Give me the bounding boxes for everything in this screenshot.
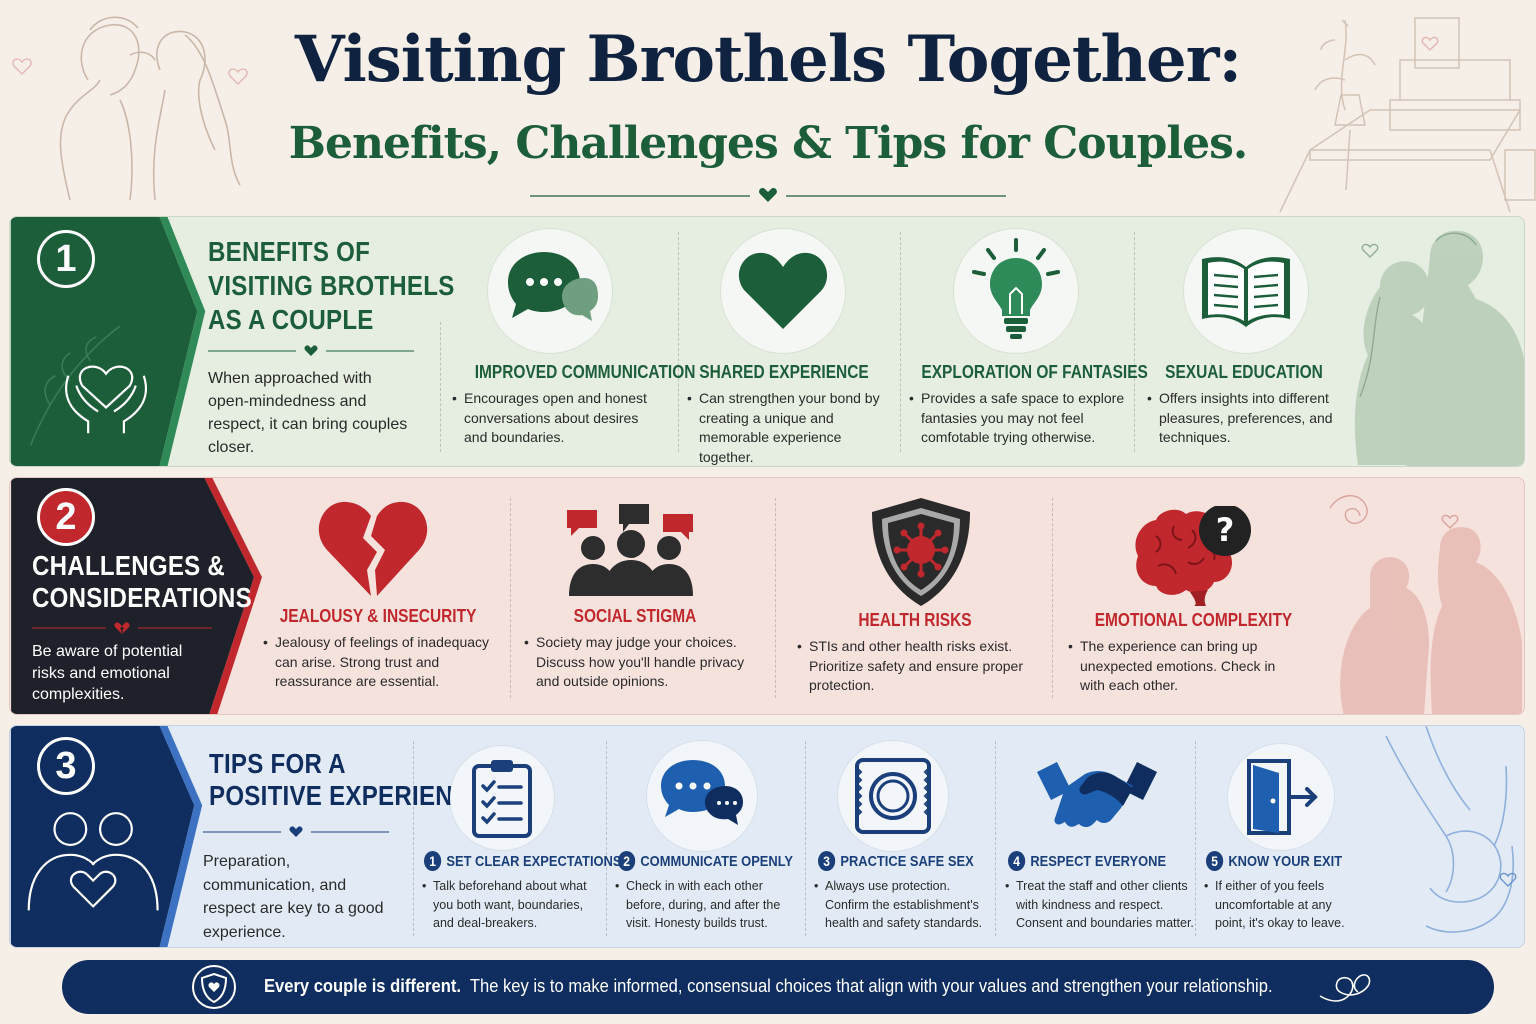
benefit-icon-circle [721,229,845,353]
lightbulb-icon [972,238,1060,339]
heart-icon [289,826,303,837]
section-description: Preparation, communication, and respect … [203,853,384,941]
challenges-section: 2 CHALLENGES & CONSIDERATIONS Be aware o… [9,477,1525,715]
tip-icon-circle [450,746,554,850]
section-title: TIPS FOR A POSITIVE EXPERIENCE [209,748,487,811]
tip-icon-circle [1228,744,1334,850]
benefit-icon-circle [1184,229,1308,353]
condom-icon [855,758,931,834]
page-title: Visiting Brothels Together: [294,22,1242,97]
virus-shield-icon [872,498,970,606]
section-number: 2 [37,488,95,546]
tip-title: 2 COMMUNICATE OPENLY [618,851,793,871]
section-description: Be aware of potential risks and emotiona… [32,643,183,703]
benefit-text: Offers insights into different pleasures… [1147,389,1349,448]
clipboard-checklist-icon [472,760,532,838]
handshake-icon [1037,762,1157,827]
people-speech-icon [567,504,693,596]
tip-number: 2 [618,851,636,871]
tip-number: 4 [1008,851,1026,871]
heart-icon [759,187,777,202]
footer-message: Every couple is different. The key is to… [264,976,1273,996]
open-book-icon [1202,257,1290,327]
header: Visiting Brothels Together: Benefits, Ch… [0,0,1536,212]
challenge-text: The experience can bring up unexpected e… [1068,637,1295,696]
tip-title: 3 PRACTICE SAFE SEX [818,851,974,871]
benefit-icon-circle [488,229,612,353]
tip-text: Talk beforehand about what you both want… [422,877,603,933]
challenge-title: SOCIAL STIGMA [573,606,697,626]
section-title: BENEFITS OF VISITING BROTHELS AS A COUPL… [208,236,455,335]
challenge-title: JEALOUSY & INSECURITY [279,606,477,626]
tip-icon-circle [647,741,757,851]
heart-swirl-icon [1319,974,1371,1002]
footer-banner: Every couple is different. The key is to… [62,960,1494,1014]
benefit-title: IMPROVED COMMUNICATION [474,362,696,382]
page-subtitle: Benefits, Challenges & Tips for Couples. [288,118,1248,169]
heart-icon [738,252,828,329]
couple-sketch-icon [12,16,248,201]
chat-bubbles-icon [508,252,598,321]
challenge-text: Jealousy of feelings of inadequacy can a… [263,633,500,692]
section-divider [208,345,414,356]
benefit-text: Can strengthen your bond by creating a u… [687,389,891,466]
benefit-icon-circle [954,229,1078,353]
tip-text: Check in with each other before, during,… [615,877,804,933]
heart-hands-icon [65,365,148,434]
couple-embrace-illustration [1354,230,1524,466]
tip-title: 1 SET CLEAR EXPECTATIONS [424,851,621,871]
section-divider [32,622,212,634]
benefit-text: Provides a safe space to explore fantasi… [909,389,1131,448]
benefit-title: SHARED EXPERIENCE [699,362,869,382]
tip-icon-circle [838,741,948,851]
benefits-section: 1 BENEFITS OF VISITING BROTHELS AS A COU… [9,216,1525,467]
tips-section: 3 TIPS FOR A POSITIVE EXPERIENCE Prepara… [9,725,1525,948]
tip-text: If either of you feels uncomfortable at … [1204,877,1365,933]
section-number: 3 [37,737,95,795]
broken-heart-icon [114,622,130,634]
tip-title: 4 RESPECT EVERYONE [1008,851,1166,871]
tip-number: 1 [424,851,442,871]
tip-number: 5 [1206,851,1224,871]
section-description: When approached with open-mindedness and… [208,370,408,456]
tip-text: Treat the staff and other clients with k… [1005,877,1194,933]
section-divider [203,826,389,837]
tip-text: Always use protection. Confirm the estab… [814,877,990,933]
svg-text:?: ? [1216,511,1235,549]
section-number: 1 [37,230,95,288]
chat-bubbles-icon [661,760,743,825]
shield-heart-icon [192,965,236,1009]
exit-door-icon [1247,759,1318,835]
brain-question-icon: ? [1135,506,1251,606]
tip-title: 5 KNOW YOUR EXIT [1206,851,1342,871]
challenge-text: Society may judge your choices. Discuss … [524,633,761,692]
benefit-title: SEXUAL EDUCATION [1165,362,1323,382]
challenge-title: HEALTH RISKS [858,610,972,630]
heart-icon [304,345,318,356]
challenge-title: EMOTIONAL COMPLEXITY [1094,610,1293,630]
challenge-text: STIs and other health risks exist. Prior… [797,637,1029,696]
broken-heart-icon [318,501,428,596]
section-title: CHALLENGES & CONSIDERATIONS [32,550,252,613]
benefit-text: Encourages open and honest conversations… [452,389,664,448]
couple-heart-icon [27,812,159,911]
holding-hands-illustration [1385,726,1517,933]
benefit-title: EXPLORATION OF FANTASIES [921,362,1148,382]
couple-sitting-illustration [1329,495,1522,714]
bedroom-sketch-icon [1279,17,1536,212]
tip-number: 3 [818,851,836,871]
title-divider [530,187,1006,202]
